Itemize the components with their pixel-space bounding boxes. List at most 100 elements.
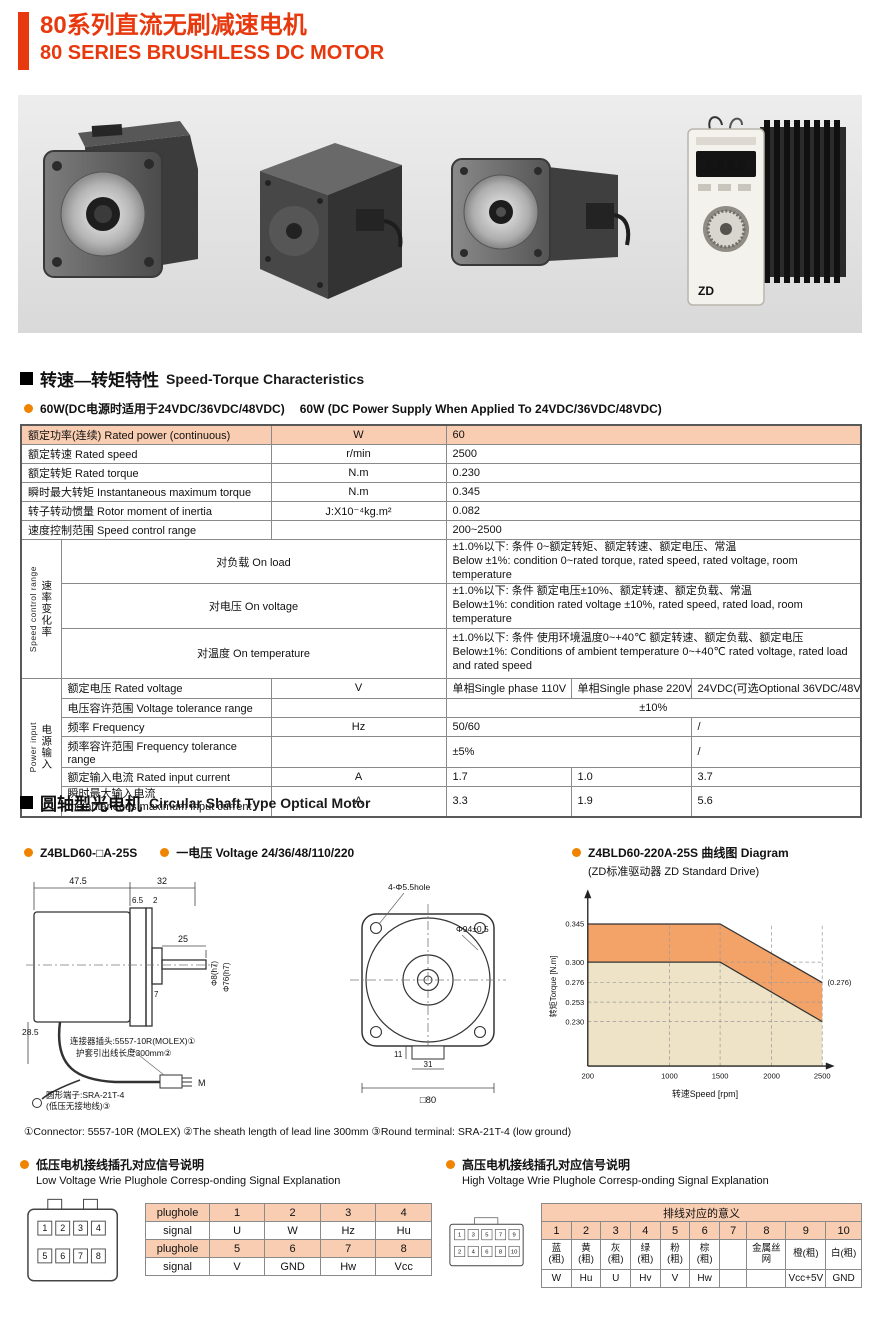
pin-number: 6 bbox=[485, 1249, 488, 1255]
cell: U bbox=[600, 1269, 632, 1288]
y-tick: 0.300 bbox=[565, 958, 584, 967]
cell: 1 bbox=[208, 1203, 266, 1222]
speed-group-label-cell: Speed control range 速率变化率 bbox=[20, 539, 62, 679]
cell: 单相Single phase 220V bbox=[570, 677, 692, 699]
cell: Hv bbox=[630, 1269, 661, 1288]
y-tick: 0.253 bbox=[565, 998, 584, 1007]
cell: 8 bbox=[375, 1239, 432, 1258]
cell: 200~2500 bbox=[445, 520, 862, 540]
hv-title-en: High Voltage Wrie Plughole Corresp-ondin… bbox=[462, 1175, 769, 1187]
cell: 转子转动惯量 Rotor moment of inertia bbox=[20, 501, 272, 521]
x-tick: 1500 bbox=[712, 1071, 729, 1080]
cell: 蓝(粗) bbox=[541, 1239, 572, 1270]
speed-group-label-zh: 速率变化率 bbox=[40, 580, 53, 638]
cell bbox=[718, 1269, 748, 1288]
label-m: M bbox=[198, 1078, 206, 1088]
dim-shaft-diameter: Φ8(h7) bbox=[210, 961, 219, 986]
spec-row-voltage-tolerance: 电压容许范围 Voltage tolerance range ±10% bbox=[21, 697, 862, 718]
cell: 对负载 On load bbox=[60, 538, 447, 585]
cell: Hw bbox=[689, 1269, 720, 1288]
hv-pin-grid bbox=[454, 1229, 520, 1257]
cell: ±5% bbox=[445, 735, 692, 768]
cell: 额定电压 Rated voltage bbox=[60, 677, 272, 699]
page-header: 80系列直流无刷减速电机 80 SERIES BRUSHLESS DC MOTO… bbox=[18, 12, 384, 70]
dim-31: 31 bbox=[424, 1060, 433, 1069]
hv-signal-table: 排线对应的意义 1 2 3 4 5 6 7 8 9 10 蓝(粗) 黄(粗) bbox=[541, 1203, 862, 1288]
lv-connector-diagram: 1 2 3 4 5 6 7 8 bbox=[27, 1198, 119, 1282]
cell: Hz bbox=[319, 1221, 377, 1240]
cell: 1 bbox=[541, 1221, 572, 1240]
y-tick: 0.345 bbox=[565, 920, 584, 929]
row: 蓝(粗) 黄(粗) 灰(粗) 绿(粗) 粉(粗) 棕(粗) 金属丝网 橙(粗) … bbox=[541, 1239, 862, 1270]
cell: 0.345 bbox=[445, 482, 862, 502]
power-note-en: 60W (DC Power Supply When Applied To 24V… bbox=[299, 401, 662, 416]
dim-6-5: 6.5 bbox=[132, 896, 144, 905]
label-holes: 4-Φ5.5hole bbox=[388, 882, 430, 892]
cell: Vcc+5V bbox=[785, 1269, 827, 1288]
cell: 7 bbox=[319, 1239, 377, 1258]
cell: 5 bbox=[659, 1221, 691, 1240]
power-note-zh: 60W(DC电源时适用于24VDC/36VDC/48VDC) bbox=[40, 402, 285, 416]
cell: V bbox=[659, 1269, 691, 1288]
cell: V bbox=[270, 677, 447, 699]
pin-number: 2 bbox=[458, 1249, 461, 1255]
cell: 3.3 bbox=[445, 785, 572, 818]
cell: / bbox=[690, 735, 862, 768]
dim-32: 32 bbox=[157, 876, 167, 886]
bullet-icon bbox=[446, 1160, 455, 1169]
cell: 对温度 On temperature bbox=[60, 627, 447, 679]
bullet-icon bbox=[24, 404, 33, 413]
cell bbox=[270, 735, 447, 768]
controller-display-window bbox=[695, 150, 756, 177]
lv-title-en: Low Voltage Wrie Plughole Corresp-onding… bbox=[36, 1175, 341, 1187]
cell: 棕(粗) bbox=[689, 1239, 720, 1270]
row: signal U W Hz Hu bbox=[145, 1221, 432, 1240]
pin-number: 4 bbox=[472, 1249, 476, 1255]
y-axis-label: 转矩Torque [N.m] bbox=[548, 956, 558, 1018]
product-photo-gearmotor-front bbox=[43, 121, 199, 278]
cell: 对电压 On voltage bbox=[60, 583, 447, 629]
cell: 2500 bbox=[445, 444, 862, 464]
cell: W bbox=[264, 1221, 321, 1240]
pin-number: 10 bbox=[511, 1249, 518, 1255]
controller-display: 8.8.8.8 bbox=[706, 158, 746, 173]
cell: 2 bbox=[264, 1203, 321, 1222]
product-photo-speed-controller: 8.8.8.8 ZD bbox=[686, 115, 846, 306]
hv-connector-diagram: 1 3 5 7 9 2 4 6 8 10 bbox=[449, 1217, 524, 1267]
cell: ±1.0%以下: 条件 额定电压±10%、额定转速、额定负载、常温 Below±… bbox=[445, 583, 862, 629]
cell: 1.0 bbox=[570, 766, 692, 787]
cell: 橙(粗) bbox=[785, 1239, 827, 1270]
section-marker bbox=[20, 796, 33, 809]
bullet-icon bbox=[24, 848, 33, 857]
section-speed-torque-title: 转速—转矩特性 Speed-Torque Characteristics bbox=[20, 366, 364, 391]
cell: plughole bbox=[145, 1239, 210, 1258]
spec-row-rated-power: 额定功率(连续) Rated power (continuous) W 60 bbox=[20, 424, 862, 445]
cell: 额定输入电流 Rated input current bbox=[60, 766, 272, 787]
spec-row-rated-voltage: Power input 电源输入 额定电压 Rated voltage V 单相… bbox=[20, 677, 862, 818]
cell: 3.7 bbox=[690, 766, 862, 787]
cell bbox=[270, 520, 447, 540]
model-code: Z4BLD60-□A-25S bbox=[40, 845, 138, 860]
cell: 频率容许范围 Frequency tolerance range bbox=[60, 735, 272, 768]
cell: 5.6 bbox=[690, 785, 862, 818]
pin-number: 5 bbox=[485, 1233, 488, 1239]
cell: 电压容许范围 Voltage tolerance range bbox=[60, 697, 272, 718]
product-photo-motor-rear bbox=[260, 143, 403, 299]
dim-11: 11 bbox=[394, 1050, 403, 1059]
leader-line bbox=[461, 934, 479, 951]
header-titles: 80系列直流无刷减速电机 80 SERIES BRUSHLESS DC MOTO… bbox=[40, 12, 384, 70]
dim-2: 2 bbox=[153, 896, 158, 905]
product-photo-band: 8.8.8.8 ZD bbox=[18, 95, 862, 333]
ground-branch bbox=[41, 1079, 81, 1100]
cell: 1.9 bbox=[570, 785, 692, 818]
bullet-icon bbox=[20, 1160, 29, 1169]
continuous-upper-boundary bbox=[587, 961, 823, 1023]
cell: W bbox=[541, 1269, 572, 1288]
pin-number: 7 bbox=[78, 1251, 83, 1261]
cell: 8 bbox=[746, 1221, 787, 1240]
cell: 0.082 bbox=[445, 501, 862, 521]
drawing-footnote: ①Connector: 5557-10R (MOLEX) ②The sheath… bbox=[24, 1126, 572, 1138]
limited-upper-boundary bbox=[587, 923, 823, 984]
power-group-label-zh: 电源输入 bbox=[40, 724, 53, 771]
cell: 白(粗) bbox=[825, 1239, 862, 1270]
